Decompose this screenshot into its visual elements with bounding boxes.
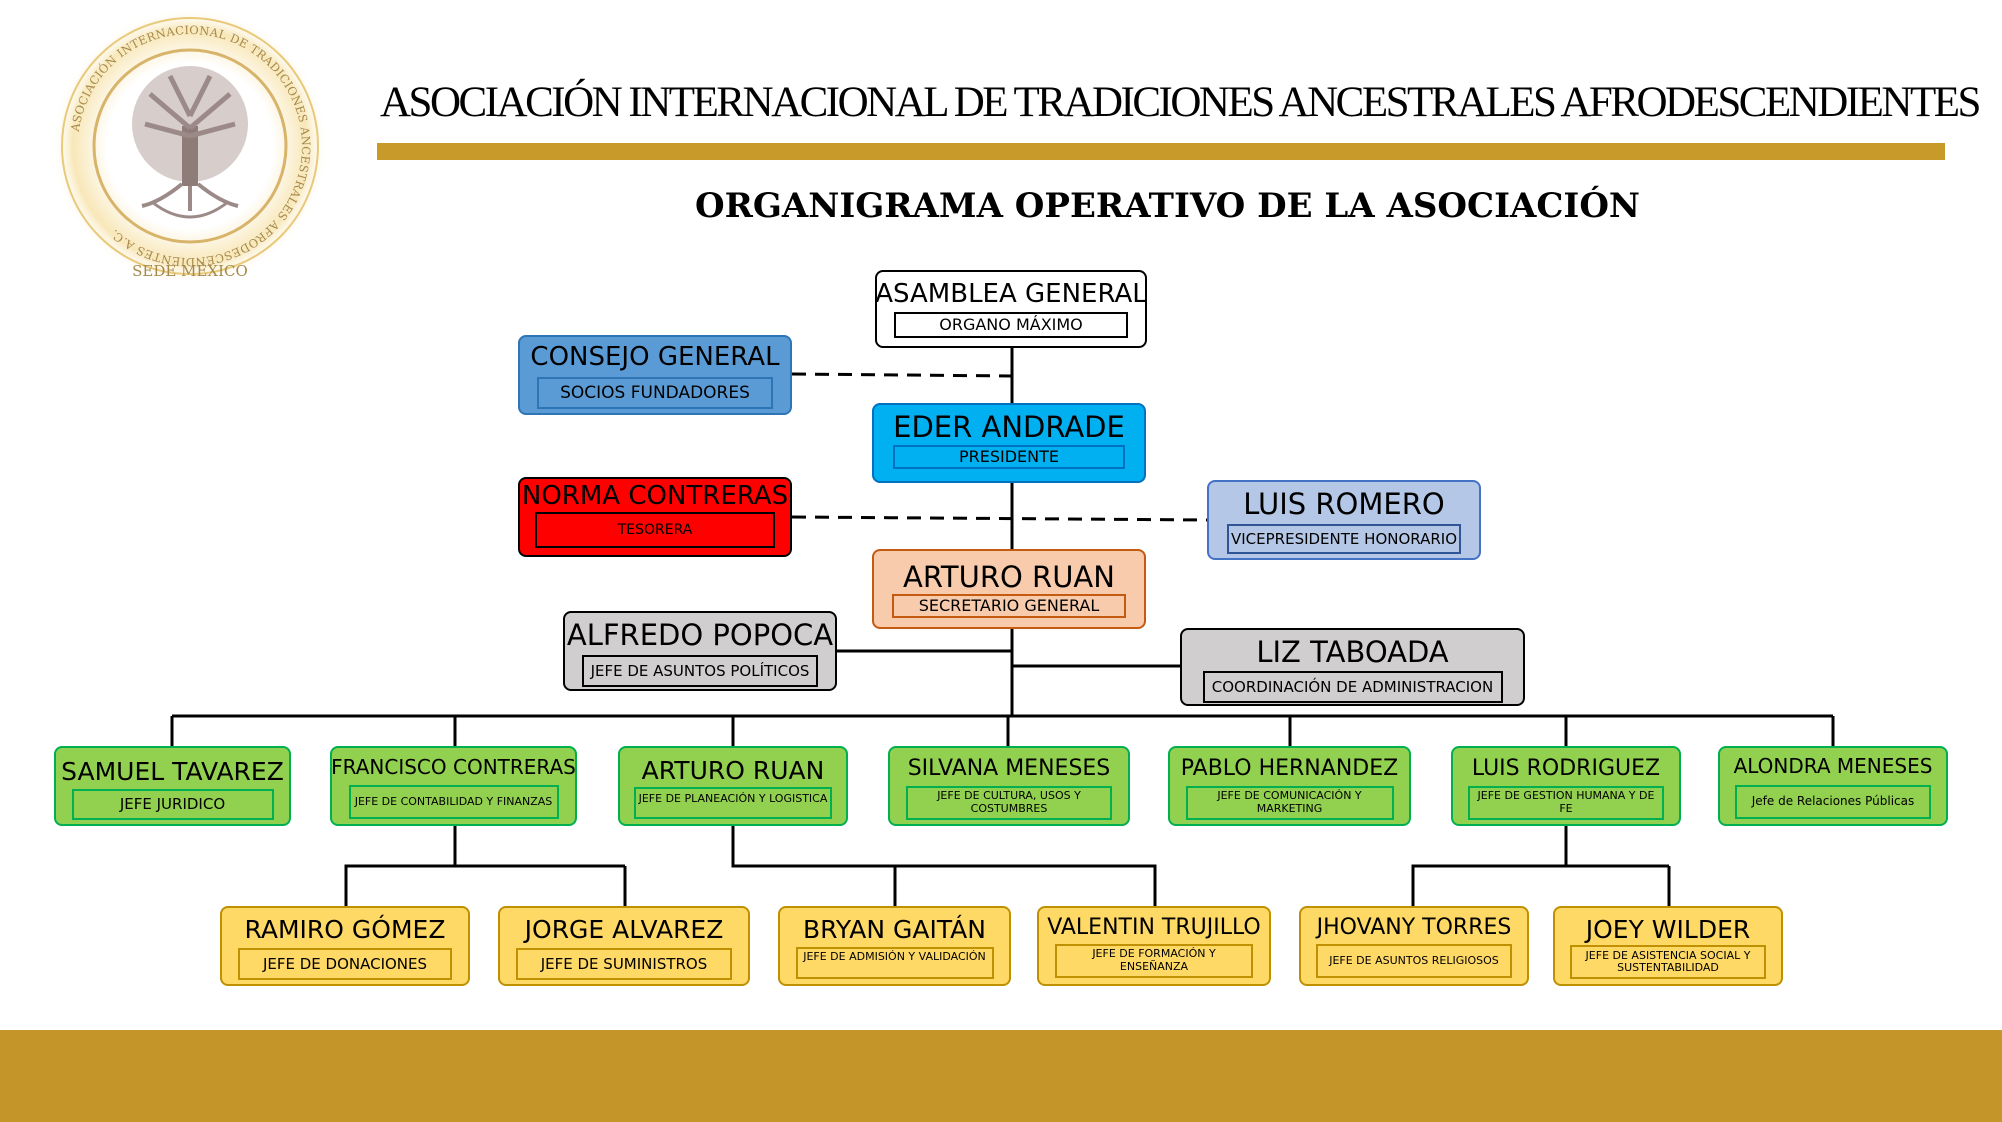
node-name: RAMIRO GÓMEZ	[244, 915, 446, 944]
node-name: JHOVANY TORRES	[1316, 915, 1512, 940]
node-jefe-relaciones-publicas: ALONDRA MENESES Jefe de Relaciones Públi…	[1718, 746, 1948, 826]
page-title: ASOCIACIÓN INTERNACIONAL DE TRADICIONES …	[380, 79, 1981, 126]
node-name: SILVANA MENESES	[907, 756, 1111, 781]
node-role: SOCIOS FUNDADORES	[537, 377, 773, 410]
page-subtitle: ORGANIGRAMA OPERATIVO DE LA ASOCIACIÓN	[694, 186, 1641, 226]
node-role: JEFE DE ASUNTOS POLÍTICOS	[582, 655, 818, 688]
connector-tesorera	[791, 515, 1209, 522]
node-role: JEFE DE GESTION HUMANA Y DE FE	[1468, 786, 1664, 821]
node-name: EDER ANDRADE	[893, 410, 1125, 444]
node-name: PABLO HERNANDEZ	[1180, 756, 1399, 781]
node-name: FRANCISCO CONTRERAS	[331, 755, 576, 779]
node-name: JOEY WILDER	[1585, 915, 1751, 944]
node-jefe-planeacion: ARTURO RUAN JEFE DE PLANEACIÓN Y LOGISTI…	[618, 746, 848, 826]
node-asuntos-politicos: ALFREDO POPOCA JEFE DE ASUNTOS POLÍTICOS	[563, 611, 837, 691]
node-consejo-general: CONSEJO GENERAL SOCIOS FUNDADORES	[518, 335, 792, 415]
node-vicepresidente: LUIS ROMERO VICEPRESIDENTE HONORARIO	[1207, 480, 1481, 560]
node-role: TESORERA	[535, 512, 775, 549]
connector-sub-arturo	[731, 826, 1157, 906]
node-name: VALENTIN TRUJILLO	[1047, 915, 1261, 940]
connector-consejo	[791, 372, 1013, 378]
node-jefe-contabilidad: FRANCISCO CONTRERAS JEFE DE CONTABILIDAD…	[330, 746, 577, 826]
node-role: JEFE DE ASUNTOS RELIGIOSOS	[1316, 944, 1512, 979]
node-name: ASAMBLEA GENERAL	[875, 279, 1147, 309]
node-name: ALONDRA MENESES	[1733, 754, 1933, 778]
node-name: ARTURO RUAN	[641, 756, 825, 785]
node-role: ORGANO MÁXIMO	[894, 312, 1128, 339]
node-name: LUIS ROMERO	[1243, 487, 1445, 521]
node-name: LUIS RODRIGUEZ	[1471, 756, 1661, 781]
node-role: COORDINACIÓN DE ADMINISTRACION	[1202, 671, 1503, 704]
node-role: SECRETARIO GENERAL	[892, 594, 1126, 619]
node-jefe-asuntos-religiosos: JHOVANY TORRES JEFE DE ASUNTOS RELIGIOSO…	[1299, 906, 1529, 986]
footer-band	[0, 1030, 2002, 1122]
logo-bottom-text: SEDE MÉXICO	[132, 262, 248, 280]
node-role: Jefe de Relaciones Públicas	[1735, 785, 1931, 819]
tree-icon	[132, 66, 248, 219]
connector-sub-luis	[1411, 826, 1568, 906]
node-jefe-formacion: VALENTIN TRUJILLO JEFE DE FORMACIÓN Y EN…	[1037, 906, 1271, 986]
node-role: JEFE DE CONTABILIDAD Y FINANZAS	[348, 785, 559, 819]
header-divider	[377, 143, 1945, 160]
node-role: JEFE DE DONACIONES	[238, 948, 452, 981]
node-presidente: EDER ANDRADE PRESIDENTE	[872, 403, 1146, 483]
node-asamblea-general: ASAMBLEA GENERAL ORGANO MÁXIMO	[875, 270, 1147, 348]
node-jefe-comunicacion: PABLO HERNANDEZ JEFE DE COMUNICACIÓN Y M…	[1168, 746, 1411, 826]
node-role: JEFE DE ADMISIÓN Y VALIDACIÓN	[795, 947, 994, 980]
node-name: LIZ TABOADA	[1256, 635, 1449, 669]
node-jefe-suministros: JORGE ALVAREZ JEFE DE SUMINISTROS	[498, 906, 750, 986]
node-jefe-gestion-humana: LUIS RODRIGUEZ JEFE DE GESTION HUMANA Y …	[1451, 746, 1681, 826]
node-role: PRESIDENTE	[893, 445, 1125, 470]
node-role: JEFE DE CULTURA, USOS Y COSTUMBRES	[906, 786, 1112, 821]
node-role: JEFE DE ASISTENCIA SOCIAL Y SUSTENTABILI…	[1570, 945, 1766, 980]
node-role: VICEPRESIDENTE HONORARIO	[1227, 524, 1461, 555]
node-name: ALFREDO POPOCA	[566, 618, 834, 652]
node-jefe-admision: BRYAN GAITÁN JEFE DE ADMISIÓN Y VALIDACI…	[778, 906, 1011, 986]
node-name: NORMA CONTRERAS	[521, 481, 789, 511]
node-jefe-donaciones: RAMIRO GÓMEZ JEFE DE DONACIONES	[220, 906, 470, 986]
node-tesorera: NORMA CONTRERAS TESORERA	[518, 477, 792, 557]
node-jefe-juridico: SAMUEL TAVAREZ JEFE JURIDICO	[54, 746, 291, 826]
association-logo: ASOCIACIÓN INTERNACIONAL DE TRADICIONES …	[52, 8, 328, 284]
node-secretario-general: ARTURO RUAN SECRETARIO GENERAL	[872, 549, 1146, 629]
node-role: JEFE DE PLANEACIÓN Y LOGISTICA	[634, 787, 832, 820]
node-jefe-asistencia-social: JOEY WILDER JEFE DE ASISTENCIA SOCIAL Y …	[1553, 906, 1783, 986]
node-role: JEFE DE SUMINISTROS	[516, 948, 732, 981]
node-name: JORGE ALVAREZ	[524, 915, 724, 944]
node-role: JEFE JURIDICO	[71, 789, 274, 821]
node-administracion: LIZ TABOADA COORDINACIÓN DE ADMINISTRACI…	[1180, 628, 1525, 706]
node-jefe-cultura: SILVANA MENESES JEFE DE CULTURA, USOS Y …	[888, 746, 1130, 826]
node-name: BRYAN GAITÁN	[803, 915, 986, 944]
node-role: JEFE DE FORMACIÓN Y ENSEÑANZA	[1055, 944, 1253, 979]
connector-sub-francisco	[344, 826, 457, 906]
node-role: JEFE DE COMUNICACIÓN Y MARKETING	[1185, 786, 1394, 821]
node-name: SAMUEL TAVAREZ	[61, 757, 284, 786]
node-name: ARTURO RUAN	[903, 560, 1115, 594]
node-name: CONSEJO GENERAL	[530, 342, 780, 372]
